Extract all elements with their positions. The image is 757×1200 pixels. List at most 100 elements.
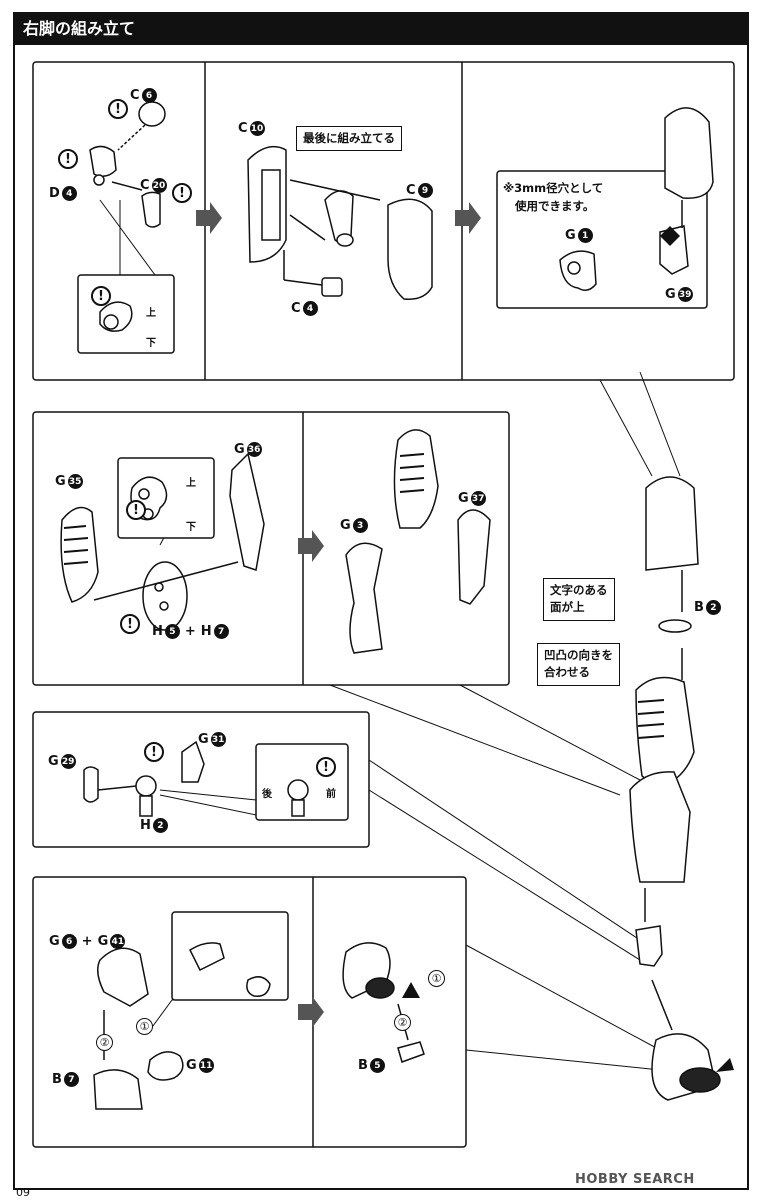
label-letter: G <box>458 491 469 506</box>
label-down: 下 <box>146 338 156 349</box>
panel-2 <box>32 411 510 686</box>
caution-icon: ! <box>58 149 78 169</box>
label-number: 35 <box>67 474 83 489</box>
note-text: 最後に組み立てる <box>303 131 395 145</box>
label-number: 6 <box>141 88 157 103</box>
step-two-marker: ② <box>96 1034 113 1051</box>
note-line: 凹凸の向きを <box>544 648 613 662</box>
panel-3 <box>32 711 370 848</box>
note-line: 面が上 <box>550 600 585 615</box>
label-letter: G <box>48 754 59 769</box>
step-one-marker: ① <box>136 1018 153 1035</box>
note-line: 合わせる <box>544 665 590 680</box>
page-frame <box>13 45 749 1190</box>
label-letter: G <box>97 934 109 949</box>
note-align-bumps: 凹凸の向きを合わせる <box>537 643 620 686</box>
label-number: 3 <box>352 518 368 533</box>
label-number: 20 <box>151 178 167 193</box>
watermark-logo: HOBBY SEARCH <box>575 1172 695 1187</box>
label-letter: G <box>234 442 245 457</box>
note-last-assemble: 最後に組み立てる <box>296 126 402 152</box>
label-letter: G <box>49 934 60 949</box>
label-letter: H <box>152 624 163 639</box>
label-number: 5 <box>164 624 180 639</box>
label-letter: G <box>340 518 351 533</box>
label-letter: D <box>49 186 60 201</box>
caution-icon: ! <box>91 286 111 306</box>
label-down: 下 <box>186 522 196 533</box>
label-letter: C <box>238 121 248 136</box>
label-letter: G <box>186 1058 197 1073</box>
label-up: 上 <box>146 308 156 319</box>
label-number: 39 <box>677 287 693 302</box>
note-3mm-hole: ※3mm径穴として使用できます。 <box>503 180 603 216</box>
label-number: 29 <box>60 754 76 769</box>
step-one-marker: ① <box>428 970 445 987</box>
label-number: 4 <box>302 301 318 316</box>
label-number: 36 <box>246 442 262 457</box>
label-letter: G <box>565 228 576 243</box>
label-letter: C <box>406 183 416 198</box>
caution-icon: ! <box>316 757 336 777</box>
label-number: 6 <box>61 934 77 949</box>
label-number: 7 <box>213 624 229 639</box>
label-letter: G <box>665 287 676 302</box>
label-number: 31 <box>210 732 226 747</box>
label-up: 上 <box>186 478 196 489</box>
label-number: 37 <box>470 491 486 506</box>
label-number: 5 <box>369 1058 385 1073</box>
note-line: 使用できます。 <box>515 198 595 213</box>
label-number: 4 <box>61 186 77 201</box>
panel-4 <box>32 876 467 1148</box>
step-two-marker: ② <box>394 1014 411 1031</box>
label-number: 10 <box>249 121 265 136</box>
label-back: 後 <box>262 789 272 800</box>
label-letter: B <box>694 600 704 615</box>
label-letter: H <box>200 624 212 639</box>
section-title: 右脚の組み立て <box>23 19 136 38</box>
plus-sign: + <box>184 624 196 639</box>
caution-icon: ! <box>126 500 146 520</box>
label-number: 41 <box>110 934 126 949</box>
label-letter: G <box>198 732 209 747</box>
page-number: 09 <box>16 1186 30 1199</box>
label-number: 9 <box>417 183 433 198</box>
label-number: 2 <box>705 600 721 615</box>
plus-sign: + <box>81 934 93 949</box>
caution-icon: ! <box>120 614 140 634</box>
label-letter: G <box>55 474 66 489</box>
note-line: 文字のある <box>550 583 608 597</box>
label-number: 7 <box>63 1072 79 1087</box>
label-number: 1 <box>577 228 593 243</box>
label-number: 2 <box>152 818 168 833</box>
label-letter: B <box>358 1058 368 1073</box>
caution-icon: ! <box>108 99 128 119</box>
section-header: 右脚の組み立て <box>13 12 749 45</box>
label-letter: C <box>291 301 301 316</box>
label-letter: C <box>130 88 140 103</box>
label-letter: H <box>140 818 151 833</box>
note-text-face-up: 文字のある面が上 <box>543 578 615 621</box>
